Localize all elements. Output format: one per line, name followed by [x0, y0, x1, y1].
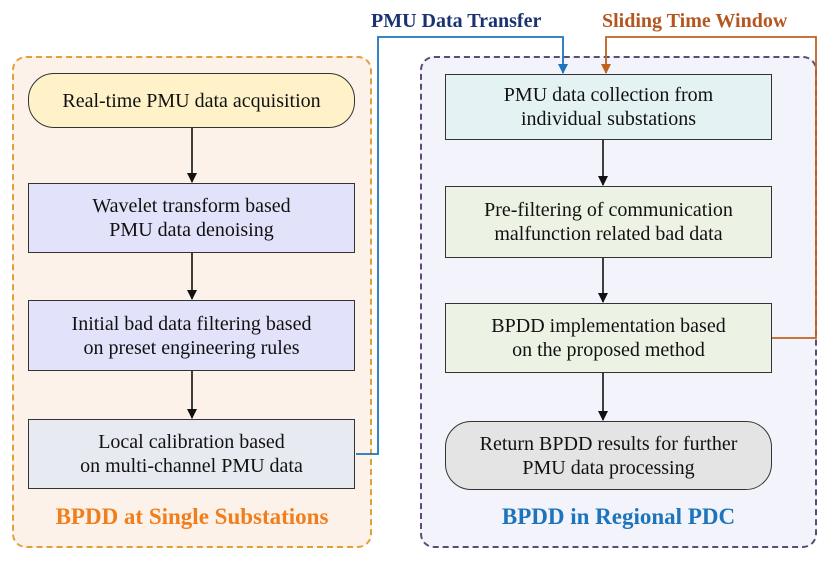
step-wavelet-denoising: Wavelet transform based PMU data denoisi… [28, 183, 355, 253]
step-bpdd-implementation: BPDD implementation based on the propose… [445, 303, 772, 373]
step-local-calibration: Local calibration based on multi-channel… [28, 419, 355, 489]
step-initial-filtering: Initial bad data filtering based on pres… [28, 300, 355, 371]
pmu-transfer-label: PMU Data Transfer [371, 10, 542, 32]
sliding-window-label: Sliding Time Window [602, 10, 788, 32]
step-pre-filtering: Pre-filtering of communication malfuncti… [445, 186, 772, 258]
sliding-window-connector [601, 36, 817, 339]
pmu-transfer-connector [356, 36, 568, 455]
regional-pdc-panel-title: BPDD in Regional PDC [501, 504, 736, 529]
substation-panel-title: BPDD at Single Substations [55, 504, 329, 529]
step-pmu-acquisition: Real-time PMU data acquisition [28, 73, 355, 128]
step-return-results: Return BPDD results for further PMU data… [445, 421, 772, 490]
step-pmu-collection: PMU data collection from individual subs… [445, 74, 772, 140]
